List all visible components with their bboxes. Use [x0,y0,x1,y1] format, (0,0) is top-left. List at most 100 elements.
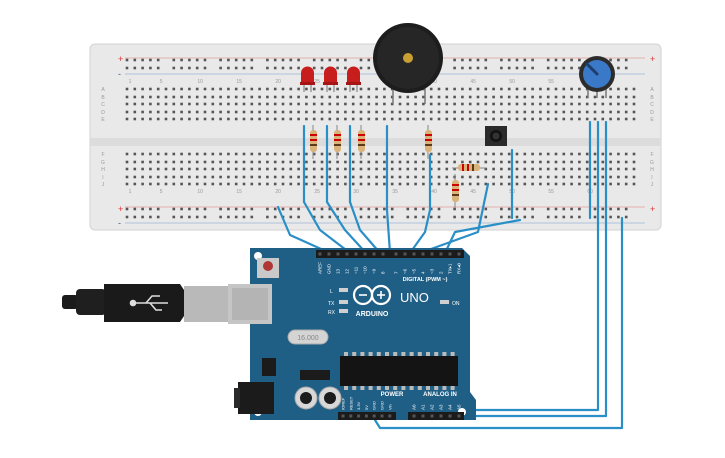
hole[interactable] [156,167,160,171]
hole[interactable] [484,175,488,179]
hole[interactable] [383,110,386,114]
hole[interactable] [531,87,534,91]
hole[interactable] [203,117,207,121]
hole[interactable] [133,215,137,219]
hole[interactable] [570,102,573,106]
header-pin[interactable] [430,252,434,256]
hole[interactable] [617,95,620,99]
analog-header[interactable] [408,412,464,420]
hole[interactable] [336,102,339,106]
hole[interactable] [266,102,269,106]
hole[interactable] [312,152,316,156]
hole[interactable] [414,102,417,106]
hole[interactable] [484,102,488,106]
hole[interactable] [234,117,238,121]
hole[interactable] [461,182,464,186]
hole[interactable] [195,102,199,106]
hole[interactable] [320,95,324,99]
hole[interactable] [468,182,472,186]
hole[interactable] [273,152,277,156]
hole[interactable] [133,102,137,106]
hole[interactable] [531,66,534,70]
hole[interactable] [375,167,378,171]
hole[interactable] [320,110,324,114]
hole[interactable] [437,175,441,179]
hole[interactable] [359,215,363,219]
hole[interactable] [281,110,285,114]
hole[interactable] [523,58,527,62]
header-pin[interactable] [341,414,345,418]
hole[interactable] [578,87,581,91]
hole[interactable] [570,182,573,186]
hole[interactable] [445,87,449,91]
hole[interactable] [156,87,160,91]
hole[interactable] [617,215,620,219]
hole[interactable] [141,152,144,156]
hole[interactable] [297,58,300,62]
hole[interactable] [188,182,191,186]
hole[interactable] [562,152,566,156]
header-pin[interactable] [327,252,331,256]
hole[interactable] [195,207,199,211]
hole[interactable] [453,102,456,106]
hole[interactable] [390,182,394,186]
hole[interactable] [281,95,285,99]
hole[interactable] [164,95,168,99]
hole[interactable] [375,102,378,106]
hole[interactable] [219,87,222,91]
hole[interactable] [570,117,573,121]
hole[interactable] [570,66,573,70]
hole[interactable] [351,167,355,171]
resistor-4[interactable] [425,125,432,159]
hole[interactable] [328,152,332,156]
hole[interactable] [188,87,191,91]
hole[interactable] [468,102,472,106]
hole[interactable] [562,102,566,106]
hole[interactable] [492,87,495,91]
hole[interactable] [305,175,308,179]
hole[interactable] [133,110,137,114]
hole[interactable] [351,182,355,186]
hole[interactable] [141,87,144,91]
resistor-3[interactable] [358,125,365,159]
hole[interactable] [172,95,176,99]
hole[interactable] [539,167,542,171]
hole[interactable] [617,182,620,186]
hole[interactable] [242,66,246,70]
hole[interactable] [359,95,363,99]
header-pin[interactable] [421,414,425,418]
hole[interactable] [484,58,488,62]
hole[interactable] [398,160,402,164]
hole[interactable] [289,110,293,114]
hole[interactable] [624,102,628,106]
hole[interactable] [554,167,558,171]
hole[interactable] [242,182,246,186]
hole[interactable] [507,215,511,219]
hole[interactable] [593,160,597,164]
hole[interactable] [578,207,581,211]
hole[interactable] [203,87,207,91]
hole[interactable] [289,207,293,211]
header-pin[interactable] [380,414,384,418]
hole[interactable] [273,95,277,99]
hole[interactable] [297,160,300,164]
hole[interactable] [359,167,363,171]
hole[interactable] [312,160,316,164]
hole[interactable] [227,95,230,99]
hole[interactable] [554,66,558,70]
resistor-1[interactable] [310,125,317,159]
hole[interactable] [562,117,566,121]
hole[interactable] [203,152,207,156]
hole[interactable] [149,87,152,91]
hole[interactable] [195,58,199,62]
hole[interactable] [523,207,527,211]
hole[interactable] [375,160,378,164]
hole[interactable] [195,110,199,114]
hole[interactable] [250,58,254,62]
hole[interactable] [476,152,480,156]
hole[interactable] [406,215,410,219]
hole[interactable] [484,167,488,171]
hole[interactable] [632,110,636,114]
hole[interactable] [242,167,246,171]
hole[interactable] [328,110,332,114]
